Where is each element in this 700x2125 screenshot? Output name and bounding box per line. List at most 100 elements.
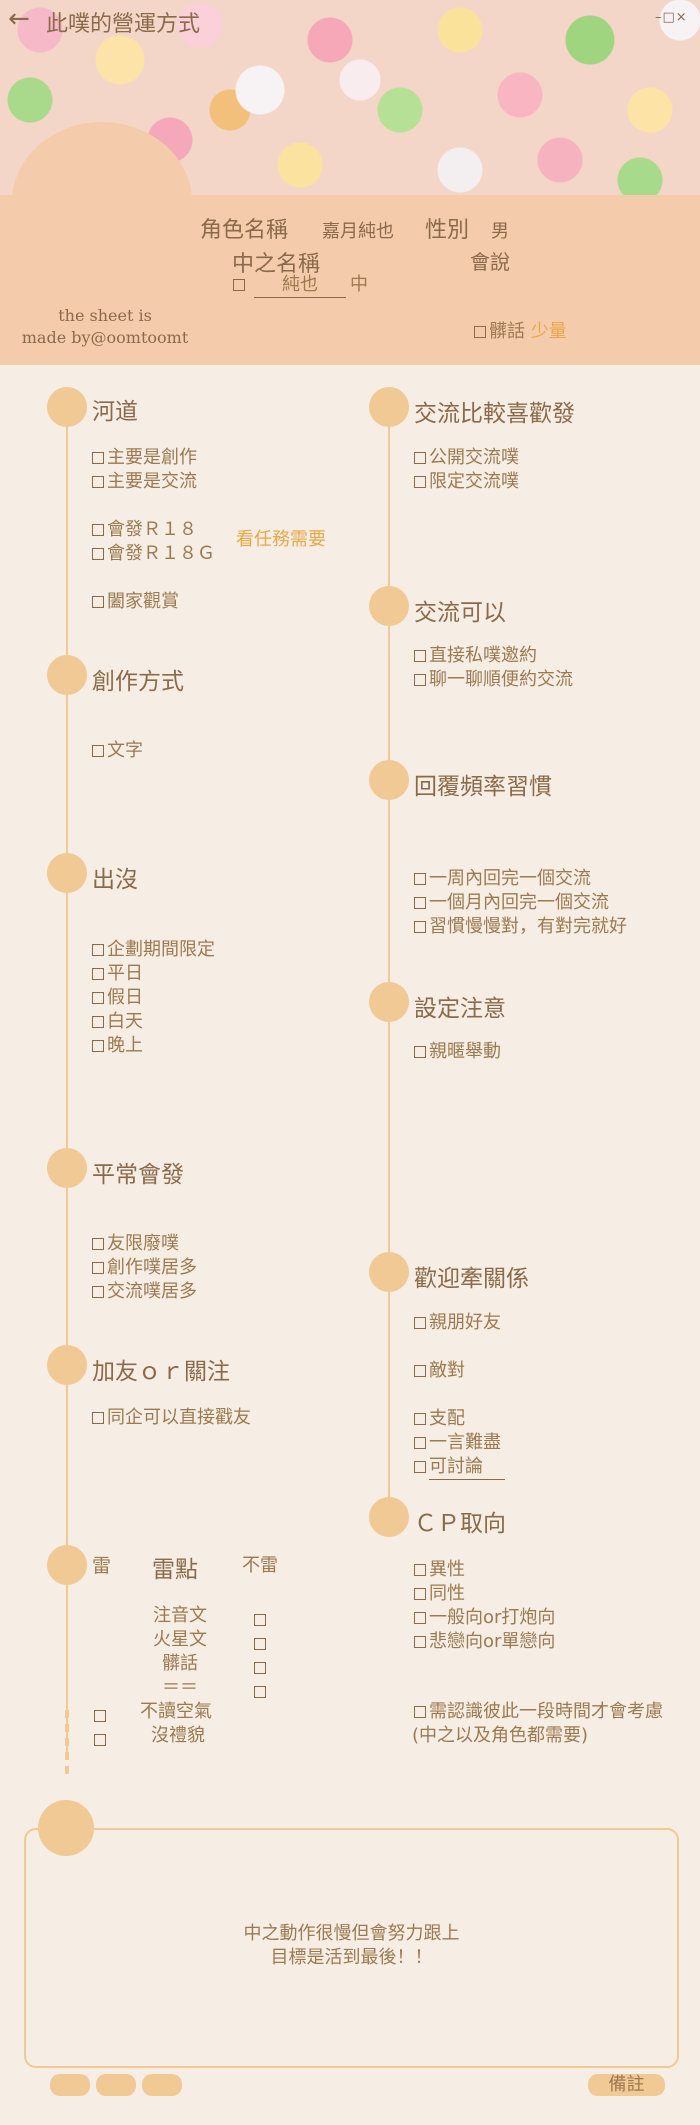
checkbox-icon[interactable] xyxy=(92,1040,104,1052)
option-item: 平日 xyxy=(92,962,143,986)
page-title: 此噗的營運方式 xyxy=(46,12,201,37)
checkbox-icon[interactable] xyxy=(414,1317,426,1329)
checkbox-icon[interactable] xyxy=(92,1016,104,1028)
checkbox-icon[interactable] xyxy=(414,1706,426,1718)
checkbox-icon[interactable] xyxy=(233,279,245,291)
cp-extra-note: (中之以及角色都需要) xyxy=(412,1725,589,1746)
mine-checkbox[interactable] xyxy=(254,1610,269,1629)
window-controls-icon[interactable]: –□× xyxy=(655,10,688,25)
checkbox-icon[interactable] xyxy=(92,1262,104,1274)
checkbox-icon[interactable] xyxy=(92,944,104,956)
checkbox-icon[interactable] xyxy=(92,992,104,1004)
option-item: 一個月內回完一個交流 xyxy=(414,891,609,915)
section-dot xyxy=(369,1497,409,1537)
option-item: 友限廢噗 xyxy=(92,1232,179,1256)
section-title-prefer-post: 交流比較喜歡發 xyxy=(414,401,575,427)
mines-col-mine: 雷點 xyxy=(152,1557,198,1583)
mine-row: 髒話 xyxy=(162,1653,198,1674)
section-title-setting: 設定注意 xyxy=(414,996,506,1022)
mine-checkbox[interactable] xyxy=(254,1634,269,1653)
credit-line-1: the sheet is xyxy=(58,306,152,325)
option-item: 白天 xyxy=(92,1010,143,1034)
section-dot xyxy=(47,1545,87,1585)
mine-checkbox[interactable] xyxy=(94,1706,109,1725)
option-item: 悲戀向or單戀向 xyxy=(414,1630,555,1654)
mines-col-ok: 不雷 xyxy=(242,1555,278,1576)
section-title-posts: 平常會發 xyxy=(92,1162,184,1188)
option-item: 支配 xyxy=(414,1407,465,1431)
section-dot xyxy=(369,760,409,800)
mine-row: 火星文 xyxy=(153,1629,207,1650)
option-item: 習慣慢慢對，有對完就好 xyxy=(414,915,627,939)
mine-row: 沒禮貌 xyxy=(151,1725,205,1746)
checkbox-icon[interactable] xyxy=(92,968,104,980)
option-item: 限定交流噗 xyxy=(414,470,519,494)
checkbox-icon[interactable] xyxy=(92,1286,104,1298)
footer-pill[interactable] xyxy=(50,2074,90,2096)
notes-tab[interactable]: 備註 xyxy=(588,2074,665,2096)
option-item: 會發Ｒ１８Ｇ xyxy=(92,542,215,566)
option-item: 親朋好友 xyxy=(414,1311,501,1335)
mine-checkbox[interactable] xyxy=(94,1730,109,1749)
checkbox-icon[interactable] xyxy=(92,745,104,757)
section-title-exchange: 交流可以 xyxy=(414,600,506,626)
checkbox-icon[interactable] xyxy=(414,921,426,933)
checkbox-icon[interactable] xyxy=(92,1238,104,1250)
section-title-creation: 創作方式 xyxy=(92,669,184,695)
section-dot xyxy=(47,387,87,427)
checkbox-icon[interactable] xyxy=(414,1564,426,1576)
checkbox-icon[interactable] xyxy=(92,476,104,488)
checkbox-icon[interactable] xyxy=(414,873,426,885)
section-dot xyxy=(369,1252,409,1292)
checkbox-icon[interactable] xyxy=(92,596,104,608)
checkbox-icon[interactable] xyxy=(414,1461,426,1473)
mine-checkbox[interactable] xyxy=(254,1658,269,1677)
dirty-words-value: 少量 xyxy=(530,321,567,342)
pl-name-row: 純也中 xyxy=(233,273,368,298)
checkbox-icon[interactable] xyxy=(92,524,104,536)
right-timeline xyxy=(388,425,390,1535)
checkbox-icon[interactable] xyxy=(414,1612,426,1624)
mine-row: ＝＝ xyxy=(162,1677,198,1698)
checkbox-icon[interactable] xyxy=(92,452,104,464)
option-item: 需認識彼此一段時間才會考慮 xyxy=(414,1700,663,1724)
checkbox-icon[interactable] xyxy=(414,1046,426,1058)
option-item: 晚上 xyxy=(92,1034,143,1058)
checkbox-icon[interactable] xyxy=(414,674,426,686)
timeline-note: 看任務需要 xyxy=(236,529,326,550)
option-item: 創作噗居多 xyxy=(92,1256,197,1280)
checkbox-icon[interactable] xyxy=(474,326,486,338)
section-dot xyxy=(47,853,87,893)
gender-value: 男 xyxy=(491,221,509,242)
mine-row: 注音文 xyxy=(153,1605,207,1626)
pl-name-value: 純也 xyxy=(254,273,346,298)
option-item: 同企可以直接戳友 xyxy=(92,1406,251,1430)
checkbox-icon[interactable] xyxy=(414,650,426,662)
checkbox-icon[interactable] xyxy=(414,1365,426,1377)
checkbox-icon[interactable] xyxy=(92,548,104,560)
option-item: 會發Ｒ１８ xyxy=(92,518,197,542)
footer-pill[interactable] xyxy=(96,2074,136,2096)
checkbox-icon[interactable] xyxy=(414,897,426,909)
footer-pill[interactable] xyxy=(142,2074,182,2096)
avatar-arc xyxy=(12,122,192,282)
section-dot xyxy=(47,1148,87,1188)
option-item: 一周內回完一個交流 xyxy=(414,867,591,891)
checkbox-icon[interactable] xyxy=(414,452,426,464)
checkbox-icon[interactable] xyxy=(414,1437,426,1449)
mine-checkbox[interactable] xyxy=(254,1682,269,1701)
checkbox-icon[interactable] xyxy=(414,476,426,488)
checkbox-icon[interactable] xyxy=(414,1588,426,1600)
option-item: 可討論 xyxy=(414,1455,505,1480)
option-item: 主要是交流 xyxy=(92,470,197,494)
back-arrow-icon[interactable]: ← xyxy=(8,4,30,34)
section-title-cp: ＣＰ取向 xyxy=(414,1511,506,1537)
role-name-label: 角色名稱 xyxy=(200,218,289,243)
checkbox-icon[interactable] xyxy=(414,1636,426,1648)
note-line-2: 目標是活到最後！！ xyxy=(270,1947,433,1968)
option-item: 假日 xyxy=(92,986,143,1010)
option-item: 敵對 xyxy=(414,1359,465,1383)
checkbox-icon[interactable] xyxy=(414,1413,426,1425)
checkbox-icon[interactable] xyxy=(92,1412,104,1424)
mine-row: 不讀空氣 xyxy=(140,1701,212,1722)
